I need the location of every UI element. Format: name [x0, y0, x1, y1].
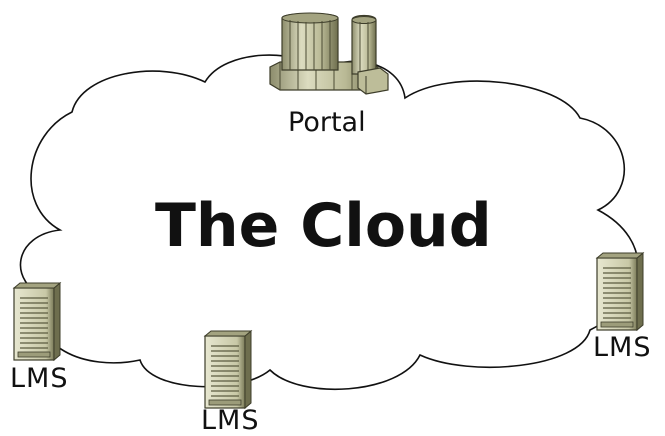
server-tower-icon — [13, 282, 61, 361]
server-tower-icon — [204, 330, 252, 409]
portal-building-icon — [269, 12, 389, 95]
lms-right-label: LMS — [593, 332, 652, 363]
portal-label: Portal — [288, 107, 366, 138]
server-tower-icon — [596, 252, 644, 331]
lms-left-label: LMS — [10, 363, 69, 394]
lms-bottom-label: LMS — [201, 405, 260, 436]
cloud-title: The Cloud — [155, 191, 492, 261]
